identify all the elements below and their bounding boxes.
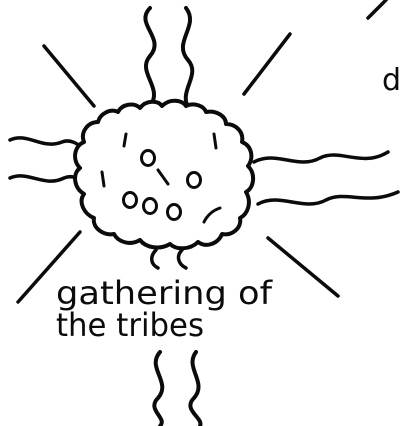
ray-upper-left [44,46,94,106]
cut-off-letter: d [382,63,401,98]
ray-upper-right [244,34,290,94]
cut-off-stroke-top-right [368,0,386,18]
blob-mark-tick-2 [214,134,216,148]
wavy-line-top-left [145,8,154,106]
blob-mark-tick-1 [124,134,126,146]
strand-under-blob-left [152,250,158,268]
strand-under-blob-right [179,250,186,268]
wavy-line-left-lower [10,176,84,184]
label-line-2: the tribes [56,306,204,344]
wavy-line-top-right [183,8,192,110]
wavy-line-bottom-right [190,352,200,426]
wavy-line-bottom-left [154,352,162,426]
ray-lower-right [268,238,338,296]
wavy-line-right-upper [254,152,388,162]
blob-mark-tick-3 [102,172,104,186]
wavy-line-right-lower [258,192,398,204]
